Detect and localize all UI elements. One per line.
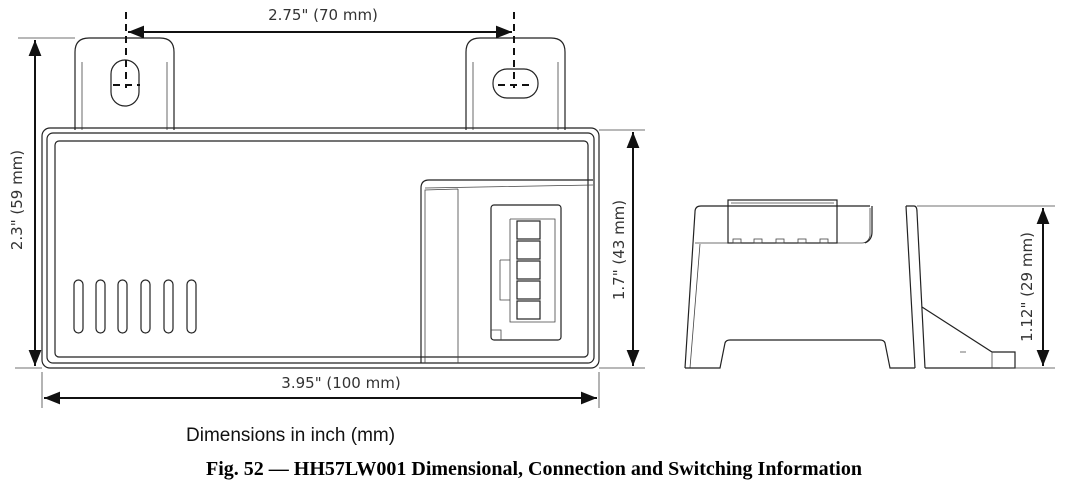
right-slot-center-line xyxy=(498,12,534,88)
extension-lines xyxy=(15,37,645,408)
vent-slot xyxy=(117,279,128,334)
terminal xyxy=(516,220,541,240)
connector-housing-detail xyxy=(424,184,594,363)
side-foot xyxy=(921,306,1016,369)
terminal-pin xyxy=(732,238,742,244)
vent-slot xyxy=(73,279,84,334)
figure-caption: Fig. 52 — HH57LW001 Dimensional, Connect… xyxy=(205,458,862,480)
side-foot-detail xyxy=(960,351,993,368)
terminal-pin xyxy=(819,238,829,244)
housing-outer xyxy=(41,127,600,369)
side-body-outline xyxy=(684,205,870,369)
body-height-label: 1.7" (43 mm) xyxy=(610,200,628,300)
connector-recess xyxy=(490,204,562,341)
vent-slot xyxy=(140,279,151,334)
vent-slot xyxy=(163,279,174,334)
mount-spacing-label: 2.75" (70 mm) xyxy=(268,6,378,24)
terminal xyxy=(516,280,541,300)
terminal-block xyxy=(516,220,541,320)
units-note: Dimensions in inch (mm) xyxy=(186,425,396,446)
left-tab-rib xyxy=(81,62,168,130)
housing-face xyxy=(54,140,589,358)
terminal-pin xyxy=(775,238,785,244)
vent-slot xyxy=(186,279,197,334)
front-view: 2.75" (70 mm) 2.3" (59 mm) 1.7" (43 mm) … xyxy=(8,6,645,408)
right-tab-rib xyxy=(472,62,559,130)
terminal-pin xyxy=(753,238,763,244)
connector-frame xyxy=(491,218,556,340)
side-terminal-pins xyxy=(732,238,829,244)
connector-housing xyxy=(420,179,594,363)
left-mounting-tab xyxy=(74,37,175,130)
terminal xyxy=(516,300,541,320)
terminal xyxy=(516,240,541,260)
overall-width-label: 3.95" (100 mm) xyxy=(281,374,400,392)
overall-height-label: 2.3" (59 mm) xyxy=(8,150,26,250)
connector-housing-outline xyxy=(420,179,593,363)
vent-slot xyxy=(95,279,106,334)
terminal-pin xyxy=(797,238,807,244)
terminal xyxy=(516,260,541,280)
side-view: 1.12" (29 mm) xyxy=(684,199,1055,369)
side-ledge-edge xyxy=(864,206,873,244)
right-mounting-slot xyxy=(492,68,539,99)
side-base-arch xyxy=(685,339,915,369)
side-extension-lines xyxy=(917,205,1055,369)
side-ledge xyxy=(689,208,871,369)
vent-slots xyxy=(73,279,197,334)
left-slot-center-line xyxy=(113,12,140,88)
housing-rim xyxy=(46,132,595,364)
side-column xyxy=(905,205,926,369)
right-mounting-tab xyxy=(465,37,566,130)
side-depth-label: 1.12" (29 mm) xyxy=(1018,232,1036,342)
